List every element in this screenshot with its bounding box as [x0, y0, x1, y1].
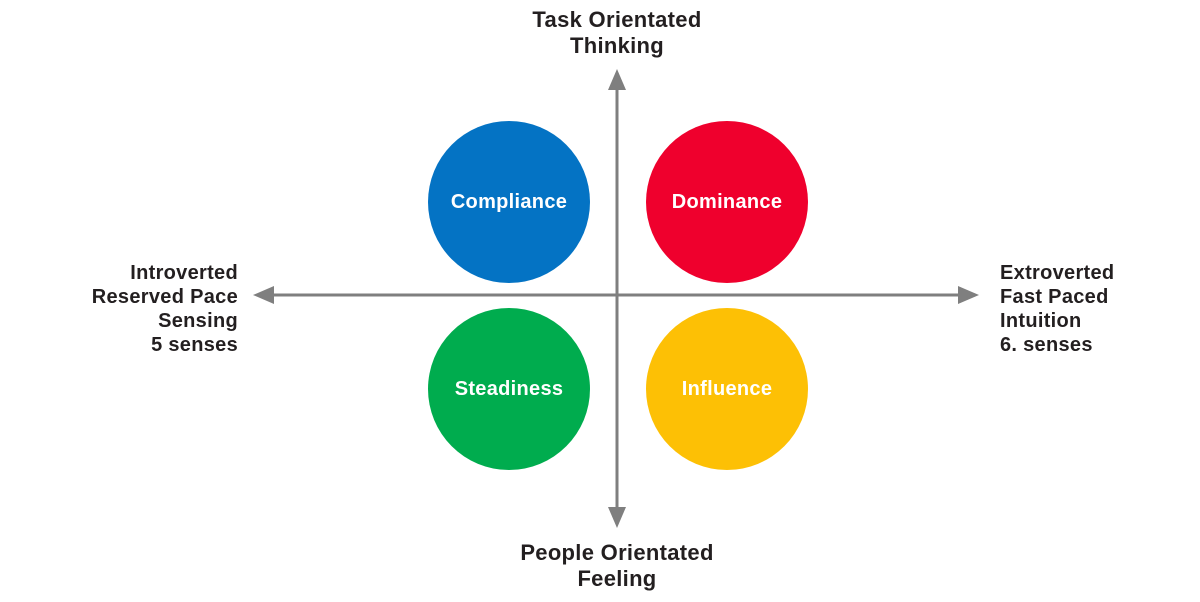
- left-axis-label-line2: Reserved Pace: [91, 286, 238, 308]
- top-axis-label-line2: Thinking: [569, 33, 665, 58]
- quadrant-circle-compliance: Compliance: [428, 121, 590, 283]
- arrowhead-right-icon: [958, 286, 979, 304]
- left-axis-label-line4: 5 senses: [151, 334, 238, 356]
- left-axis-label: Introverted Reserved Pace Sensing 5 sens…: [18, 261, 238, 357]
- arrowhead-down-icon: [608, 507, 626, 528]
- bottom-axis-label-line1: People Orientated: [520, 540, 714, 565]
- quadrant-label-steadiness: Steadiness: [454, 377, 564, 400]
- arrowhead-left-icon: [253, 286, 274, 304]
- quadrant-label-dominance: Dominance: [671, 190, 783, 213]
- top-axis-label: Task Orientated Thinking: [417, 7, 817, 59]
- right-axis-label-line2: Fast Paced: [1000, 286, 1109, 308]
- left-axis-label-line1: Introverted: [130, 262, 238, 284]
- left-axis-label-line3: Sensing: [158, 310, 238, 332]
- right-axis-label-line1: Extroverted: [1000, 262, 1115, 284]
- quadrant-label-compliance: Compliance: [450, 190, 568, 213]
- quadrant-label-influence: Influence: [681, 377, 773, 400]
- quadrant-circle-dominance: Dominance: [646, 121, 808, 283]
- right-axis-label: Extroverted Fast Paced Intuition 6. sens…: [1000, 261, 1200, 357]
- quadrant-circle-influence: Influence: [646, 308, 808, 470]
- quadrant-circle-steadiness: Steadiness: [428, 308, 590, 470]
- arrowhead-up-icon: [608, 69, 626, 90]
- bottom-axis-label-line2: Feeling: [577, 566, 657, 591]
- bottom-axis-label: People Orientated Feeling: [417, 540, 817, 592]
- right-axis-label-line4: 6. senses: [1000, 334, 1093, 356]
- right-axis-label-line3: Intuition: [1000, 310, 1082, 332]
- top-axis-label-line1: Task Orientated: [532, 7, 702, 32]
